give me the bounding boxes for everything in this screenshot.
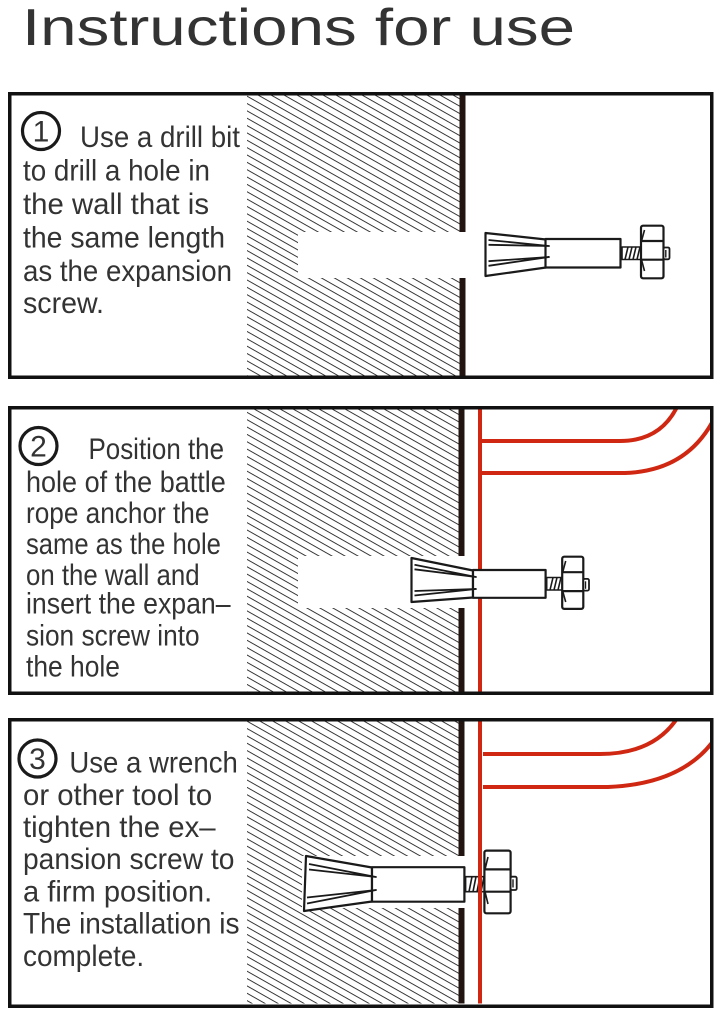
svg-text:Instructions for use: Instructions for use bbox=[22, 0, 575, 57]
svg-text:hole of the battle: hole of the battle bbox=[26, 466, 226, 499]
svg-text:to drill a hole in: to drill a hole in bbox=[23, 155, 210, 188]
svg-text:screw.: screw. bbox=[23, 287, 104, 320]
svg-text:pansion screw to: pansion screw to bbox=[23, 843, 234, 876]
svg-text:complete.: complete. bbox=[23, 940, 144, 973]
svg-text:the same length: the same length bbox=[23, 222, 225, 255]
svg-text:sion screw into: sion screw into bbox=[26, 619, 200, 652]
svg-text:a firm position.: a firm position. bbox=[23, 876, 212, 909]
svg-text:Position the: Position the bbox=[89, 433, 225, 466]
svg-text:or other tool to: or other tool to bbox=[23, 779, 212, 812]
svg-text:The installation is: The installation is bbox=[23, 908, 240, 941]
svg-text:Use a wrench: Use a wrench bbox=[69, 747, 237, 780]
svg-text:the wall that is: the wall that is bbox=[23, 188, 209, 221]
svg-text:on the wall and: on the wall and bbox=[26, 559, 200, 592]
svg-text:the hole: the hole bbox=[26, 650, 120, 683]
svg-text:2: 2 bbox=[30, 431, 47, 464]
svg-text:as the expansion: as the expansion bbox=[23, 255, 232, 288]
svg-text:rope anchor the: rope anchor the bbox=[26, 497, 209, 530]
svg-text:Use a drill bit: Use a drill bit bbox=[80, 121, 241, 154]
svg-text:same as the hole: same as the hole bbox=[26, 528, 221, 561]
svg-text:1: 1 bbox=[33, 116, 50, 149]
svg-text:insert the expan–: insert the expan– bbox=[26, 588, 231, 621]
svg-text:3: 3 bbox=[29, 743, 46, 776]
svg-text:tighten the ex–: tighten the ex– bbox=[23, 811, 216, 844]
